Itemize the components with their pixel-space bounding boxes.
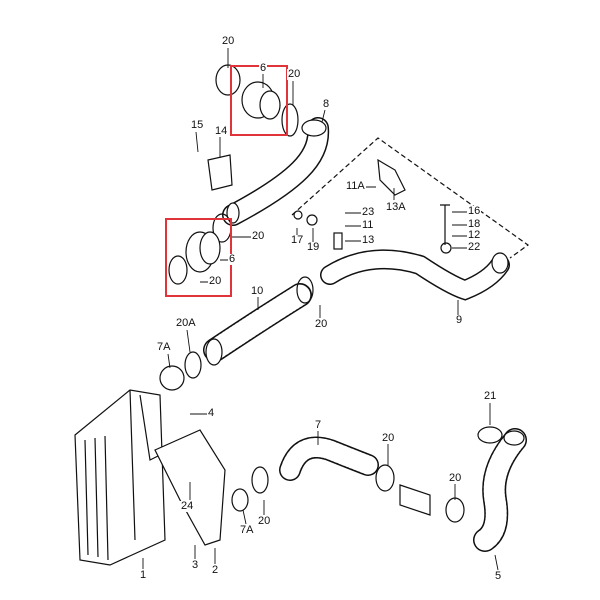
callout-21: 21 bbox=[483, 390, 498, 402]
callout-22: 22 bbox=[467, 241, 482, 253]
valve-14 bbox=[207, 154, 233, 191]
intercooler-1 bbox=[74, 389, 166, 566]
highlight-box-upper bbox=[230, 65, 288, 136]
pipe-9 bbox=[320, 249, 510, 301]
grommet-22 bbox=[440, 242, 452, 254]
callout-7a: 7A bbox=[239, 524, 255, 536]
callout-16: 16 bbox=[467, 205, 482, 217]
callout-20: 20 bbox=[314, 318, 329, 330]
callout-20: 20 bbox=[257, 515, 272, 527]
callout-23: 23 bbox=[361, 206, 376, 218]
callout-7: 7 bbox=[314, 419, 323, 431]
callout-2: 2 bbox=[211, 564, 220, 576]
pipe-8 bbox=[222, 117, 330, 226]
hose-10 bbox=[203, 283, 312, 366]
callout-13a: 13A bbox=[385, 201, 407, 213]
hose-5 bbox=[473, 428, 527, 552]
callout-18: 18 bbox=[467, 218, 482, 230]
callout-15: 15 bbox=[190, 119, 205, 131]
callout-1: 1 bbox=[139, 569, 148, 581]
callout-11: 11 bbox=[361, 219, 375, 231]
callout-20: 20 bbox=[287, 68, 302, 80]
callout-10: 10 bbox=[250, 285, 265, 297]
callout-19: 19 bbox=[306, 241, 321, 253]
callout-5: 5 bbox=[494, 570, 503, 582]
leader-lines bbox=[142, 48, 499, 571]
callout-14: 14 bbox=[214, 125, 229, 137]
sender-13 bbox=[333, 232, 343, 250]
callout-20: 20 bbox=[221, 35, 236, 47]
callout-12: 12 bbox=[467, 229, 482, 241]
connector-6 bbox=[185, 81, 281, 273]
bolt-16 bbox=[440, 204, 450, 245]
callout-20: 20 bbox=[381, 432, 396, 444]
callout-6: 6 bbox=[228, 253, 237, 265]
callout-20a: 20A bbox=[175, 317, 197, 329]
washer-17 bbox=[293, 210, 303, 220]
callout-9: 9 bbox=[455, 314, 464, 326]
callout-20: 20 bbox=[208, 275, 223, 287]
sensor-13a bbox=[377, 158, 406, 196]
callout-6: 6 bbox=[259, 62, 268, 74]
callout-7a: 7A bbox=[156, 341, 172, 353]
callout-13: 13 bbox=[361, 234, 376, 246]
nut-19 bbox=[306, 214, 318, 226]
pipe-3 bbox=[399, 484, 431, 516]
callout-3: 3 bbox=[191, 559, 200, 571]
callout-11a: 11A bbox=[345, 180, 366, 192]
callout-20: 20 bbox=[251, 230, 266, 242]
callout-4: 4 bbox=[207, 407, 216, 419]
callout-20: 20 bbox=[448, 472, 463, 484]
callout-17: 17 bbox=[290, 234, 305, 246]
hose-7 bbox=[279, 436, 379, 481]
callout-24: 24 bbox=[180, 500, 195, 512]
assembly-outline bbox=[291, 137, 530, 259]
callout-8: 8 bbox=[322, 98, 331, 110]
